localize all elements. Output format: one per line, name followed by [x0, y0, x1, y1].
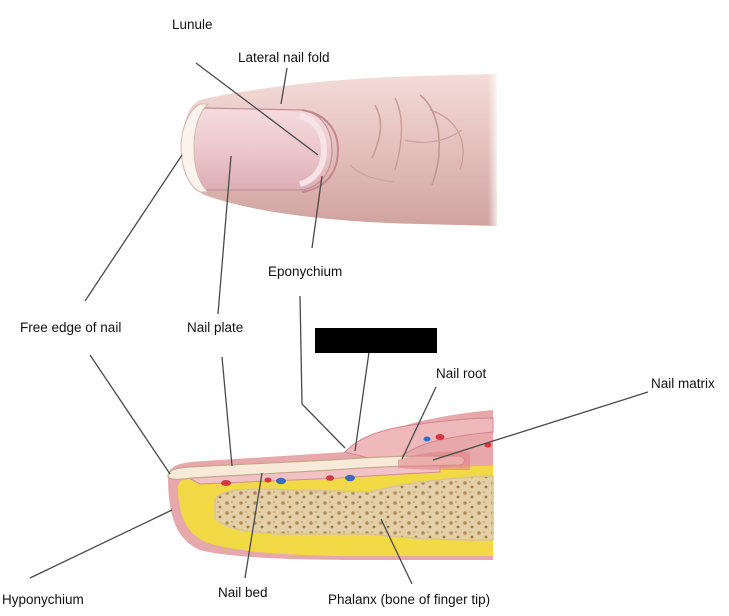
label-nail-bed: Nail bed [218, 585, 268, 600]
leader-nail-plate-bottom [221, 356, 233, 467]
lunule-area [299, 113, 328, 187]
label-hyponychium: Hyponychium [2, 592, 84, 607]
label-lunule: Lunule [172, 17, 213, 32]
nail-cross-section [167, 400, 500, 570]
label-nail-matrix: Nail matrix [651, 376, 715, 391]
leader-eponychium-top [311, 175, 323, 249]
label-lateral-nail-fold: Lateral nail fold [238, 50, 330, 65]
redacted-label-box [315, 328, 437, 353]
label-free-edge: Free edge of nail [20, 320, 121, 335]
leader-lines [29, 62, 649, 585]
leader-redacted [354, 351, 370, 452]
leader-nail-bed [244, 472, 263, 579]
leader-free-edge-bottom [89, 354, 171, 475]
diagram-labels: Lunule Lateral nail fold Eponychium Free… [2, 17, 715, 607]
leader-lateral-nail-fold [280, 67, 288, 105]
leader-eponychium-bottom [299, 295, 346, 449]
leader-lunule [195, 62, 319, 156]
label-nail-plate: Nail plate [187, 320, 243, 335]
leader-phalanx [380, 518, 413, 585]
leader-nail-root [401, 386, 437, 460]
leader-free-edge-top [84, 154, 183, 302]
label-phalanx: Phalanx (bone of finger tip) [328, 592, 490, 607]
leader-hyponychium [29, 509, 173, 579]
leader-nail-plate-top [217, 155, 232, 315]
nail-matrix-tissue [398, 451, 470, 470]
finger-illustration [180, 70, 500, 230]
label-nail-root: Nail root [436, 366, 487, 381]
free-edge-surface [180, 103, 210, 193]
label-eponychium: Eponychium [268, 264, 342, 279]
leader-nail-matrix [432, 391, 649, 461]
